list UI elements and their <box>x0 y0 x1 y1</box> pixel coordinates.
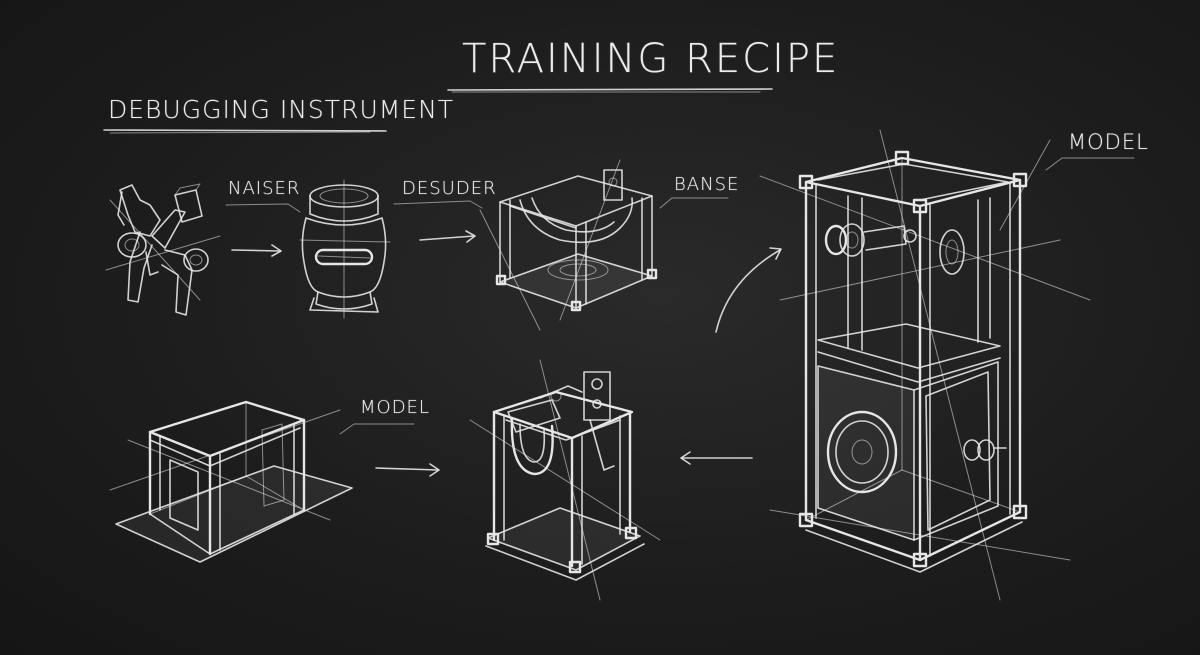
label-desuder: DESUDER <box>402 178 497 199</box>
arrow-clamp-to-canister <box>231 244 282 257</box>
clamp-sketch <box>105 183 221 316</box>
arrow-curve-to-model <box>715 247 782 333</box>
label-model-top: MODEL <box>1068 130 1149 154</box>
model-top-leader-line <box>1045 157 1135 171</box>
tower-model-sketch <box>759 129 1091 601</box>
label-banse: BANSE <box>674 174 740 195</box>
arrow-tower-to-machine <box>680 451 753 465</box>
model-mid-leader-line <box>339 423 415 435</box>
cradle-frame-sketch <box>479 159 658 331</box>
machine-sketch <box>469 359 661 601</box>
open-box-model-sketch <box>109 400 353 563</box>
page-title: TRAINING RECIPE <box>462 36 840 82</box>
canister-sketch <box>299 179 391 319</box>
arrow-canister-to-frame <box>419 230 476 243</box>
label-model-mid: MODEL <box>360 397 430 418</box>
arrow-box-to-machine <box>375 463 440 477</box>
label-naiser: NAISER <box>228 178 301 199</box>
section-heading: DEBUGGING INSTRUMENT <box>108 95 455 124</box>
desuder-leader-line <box>393 200 483 209</box>
section-heading-underline <box>103 129 387 134</box>
naiser-leader-line <box>225 203 301 213</box>
title-underline <box>447 88 773 93</box>
banse-leader-line <box>659 197 729 209</box>
